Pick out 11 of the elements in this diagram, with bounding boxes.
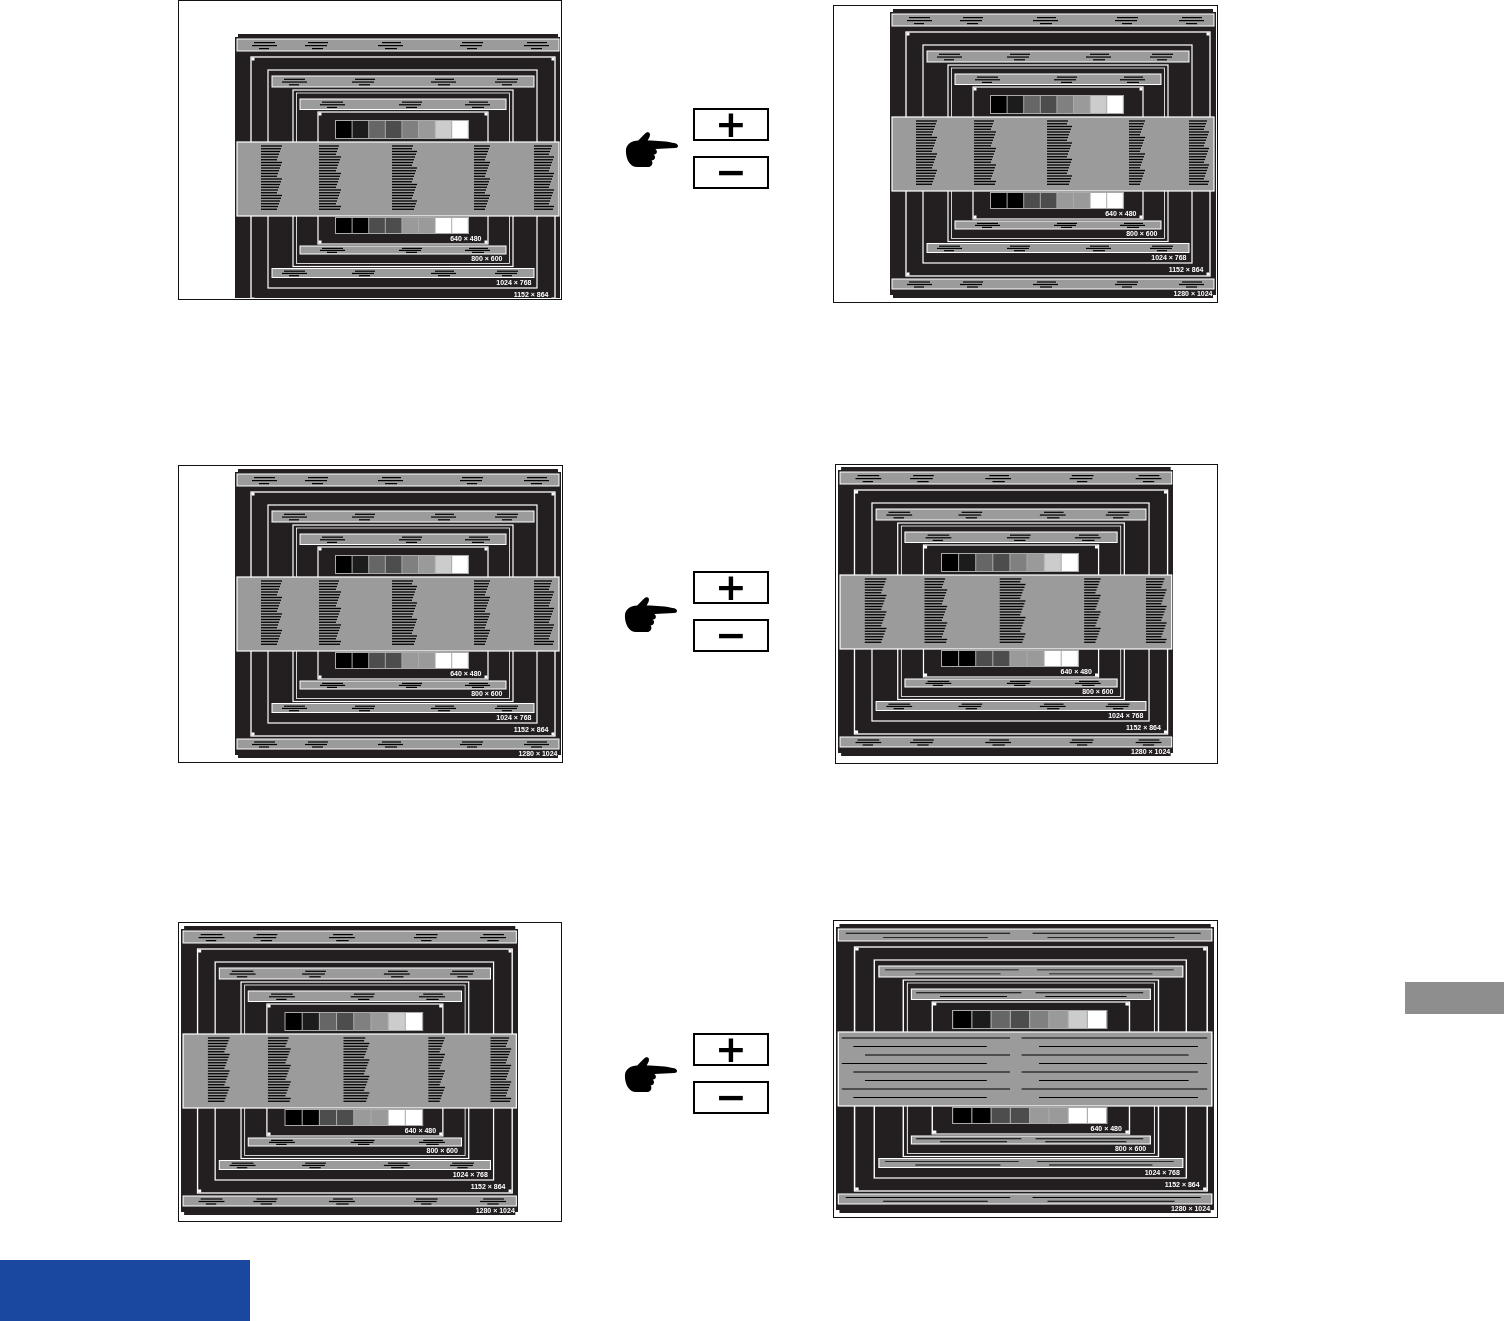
side-tab [1405, 982, 1504, 1014]
monitor-screen [178, 0, 562, 300]
monitor-screen [833, 5, 1218, 303]
plus-button: + [693, 571, 769, 604]
minus-button: − [693, 156, 769, 189]
minus-button: − [693, 1081, 769, 1114]
corner-block [0, 1260, 250, 1321]
plus-button: + [693, 108, 769, 141]
minus-button: − [693, 619, 769, 652]
monitor-screen [178, 465, 563, 763]
plus-button: + [693, 1033, 769, 1066]
